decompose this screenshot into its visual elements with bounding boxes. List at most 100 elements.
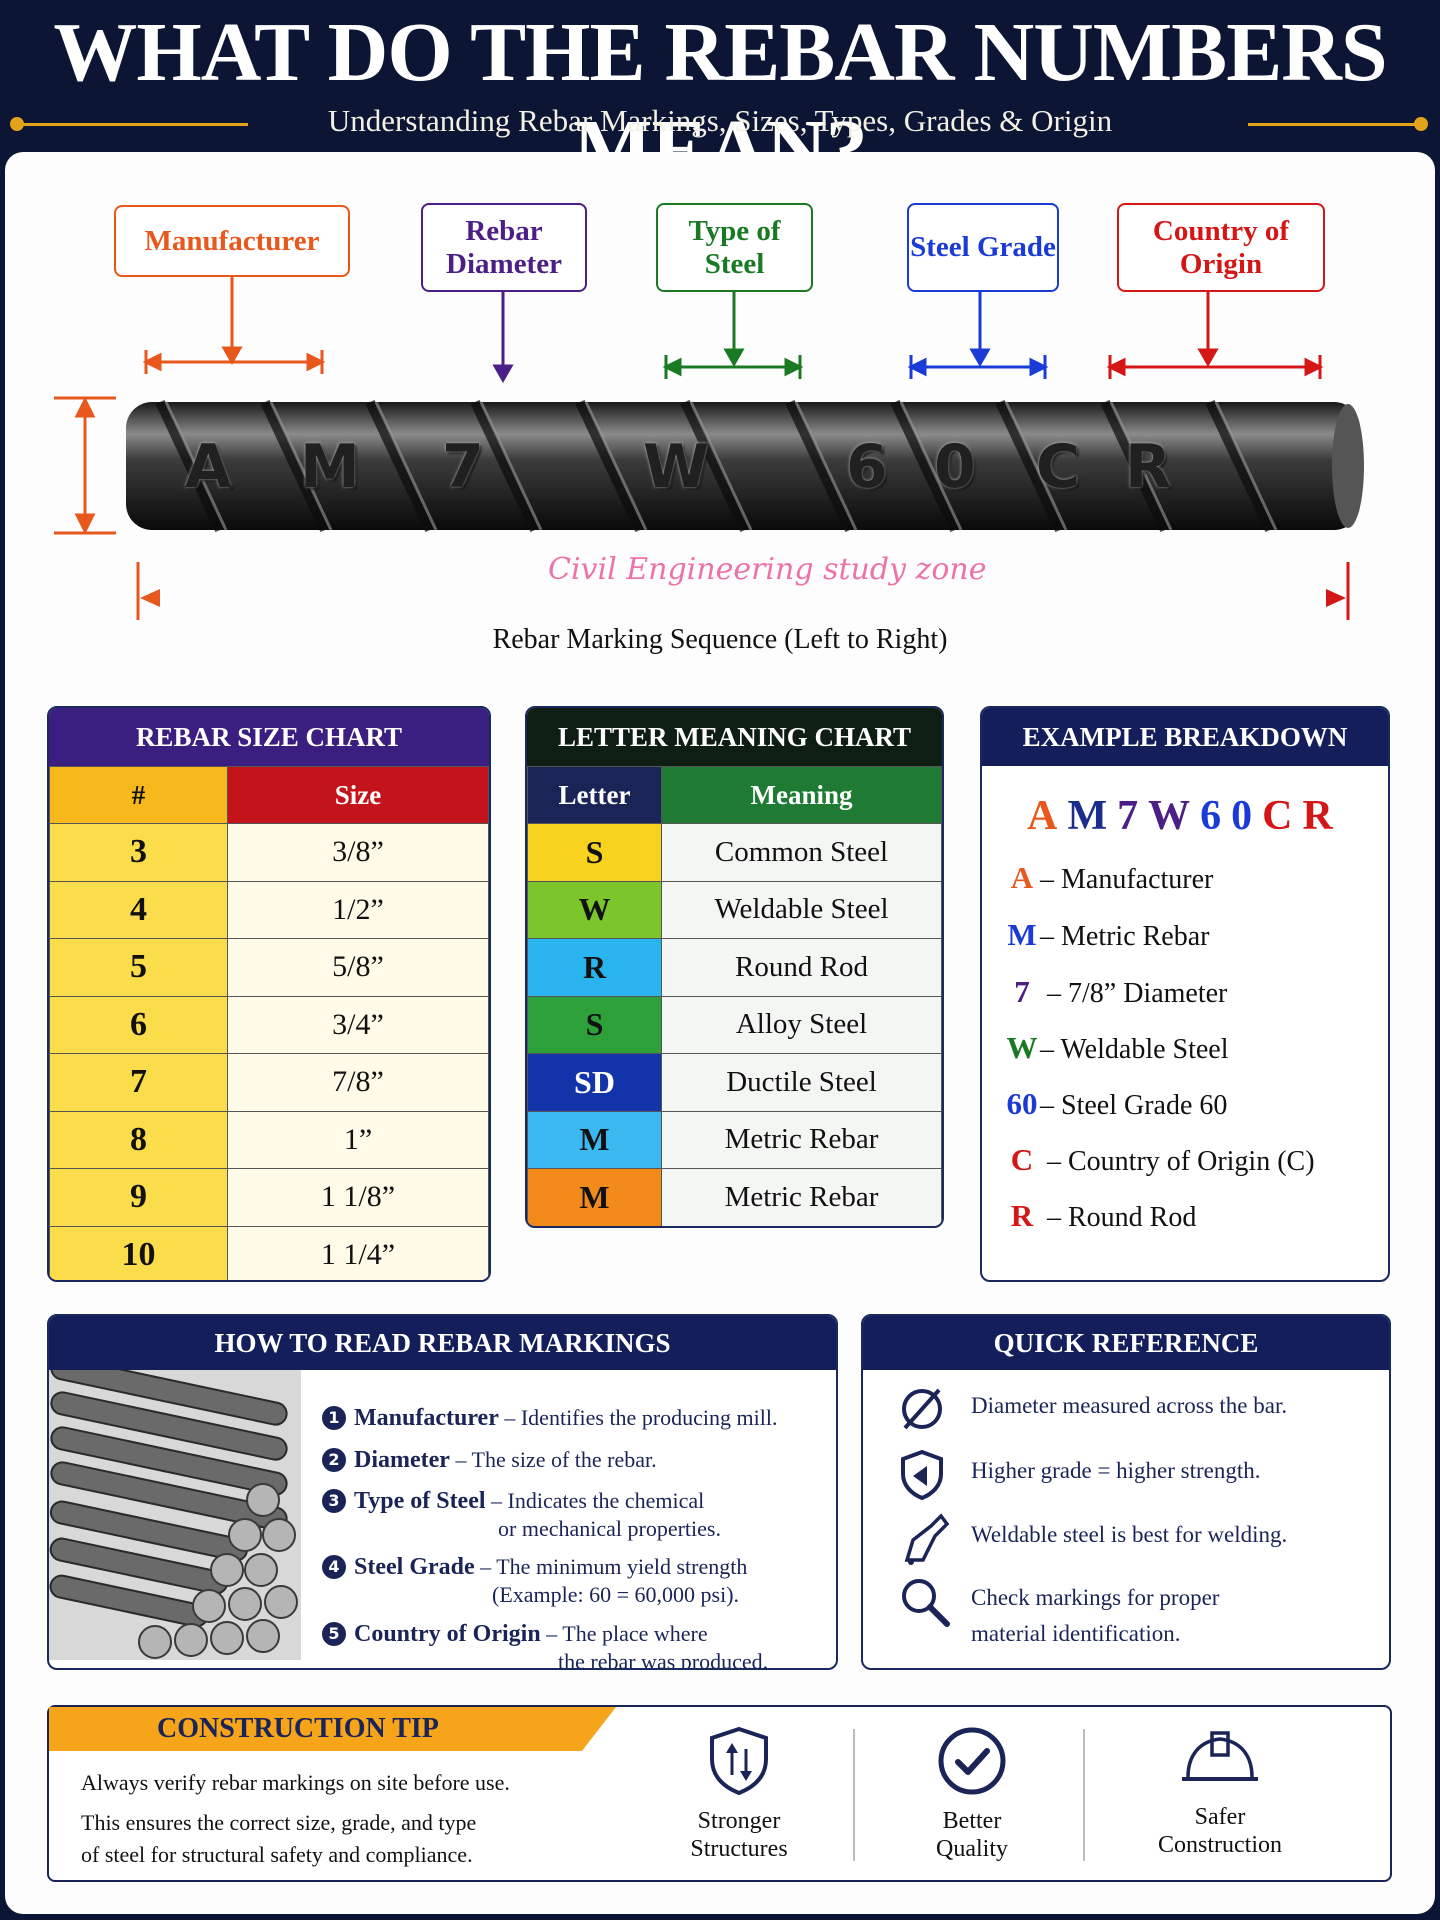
step-desc: – Indicates the chemical	[485, 1488, 705, 1513]
step-desc: – The place where	[540, 1621, 708, 1646]
manufacturer-arrow	[142, 276, 326, 374]
example-row: 60– Steel Grade 60	[1004, 1086, 1228, 1122]
example-row: W– Weldable Steel	[1004, 1030, 1229, 1066]
size-number: 10	[49, 1225, 228, 1280]
step-term: Type of Steel	[354, 1488, 486, 1514]
bar-letter-m: M	[300, 432, 360, 502]
shield-icon	[901, 1449, 943, 1500]
quick-ref-line: material identification.	[971, 1621, 1181, 1646]
quick-ref-line: Check markings for proper	[971, 1585, 1220, 1610]
letter-cell: S	[527, 823, 662, 882]
tip-line: of steel for structural safety and compl…	[81, 1842, 473, 1867]
type-arrow	[662, 292, 804, 379]
example-row: 7 – 7/8” Diameter	[1004, 974, 1227, 1010]
example-row: A– Manufacturer	[1004, 860, 1214, 896]
size-number: 3	[49, 823, 228, 882]
size-value: 3/4”	[227, 995, 489, 1054]
divider	[1083, 1729, 1085, 1861]
bar-height-arrow	[54, 396, 116, 535]
rebar-image	[126, 399, 1364, 533]
size-value: 5/8”	[227, 938, 489, 997]
quick-ref-item: Check markings for proper material identi…	[971, 1580, 1219, 1652]
header: WHAT DO THE REBAR NUMBERS MEAN? Understa…	[0, 0, 1440, 196]
benefit-line: Better	[942, 1808, 1002, 1834]
example-text: – Country of Origin (C)	[1040, 1146, 1315, 1177]
example-code-letters: AM7W60CR	[982, 792, 1388, 840]
step-desc: – The minimum yield strength	[474, 1554, 748, 1579]
origin-arrow	[1106, 292, 1324, 379]
example-text: – Manufacturer	[1040, 864, 1214, 895]
code-char: 7	[1117, 793, 1149, 839]
hard-hat-icon	[1182, 1731, 1258, 1781]
size-number: 4	[49, 880, 228, 939]
example-key: R	[1010, 1198, 1034, 1233]
bar-letter-7: 7	[442, 432, 484, 502]
quick-ref-item: Higher grade = higher strength.	[971, 1458, 1261, 1483]
code-char: A	[1027, 793, 1068, 839]
tip-line: This ensures the correct size, grade, an…	[81, 1810, 477, 1835]
grade-arrow	[907, 292, 1049, 379]
step-term: Manufacturer	[354, 1405, 499, 1431]
watermark: Civil Engineering study zone	[548, 552, 987, 587]
step-number: 3	[322, 1489, 346, 1513]
step-number: 5	[322, 1622, 346, 1646]
shield-arrows-icon	[710, 1726, 768, 1796]
meaning-cell: Alloy Steel	[661, 995, 942, 1054]
step-desc-cont: the rebar was produced.	[558, 1649, 769, 1670]
step-number: 2	[322, 1448, 346, 1472]
example-row: R – Round Rod	[1004, 1198, 1197, 1234]
benefit-line: Safer	[1194, 1804, 1246, 1830]
size-table-header: # Size	[49, 766, 489, 824]
construction-tip: CONSTRUCTION TIP Always verify rebar mar…	[47, 1705, 1392, 1882]
example-text: – Weldable Steel	[1040, 1034, 1229, 1065]
meaning-cell: Metric Rebar	[661, 1168, 942, 1226]
example-key: M	[1007, 917, 1037, 952]
size-number: 8	[49, 1110, 228, 1169]
example-row: M– Metric Rebar	[1004, 917, 1210, 953]
left-dot	[10, 117, 24, 131]
page-subtitle: Understanding Rebar Markings, Sizes, Typ…	[327, 103, 1113, 138]
step-term: Steel Grade	[354, 1554, 475, 1580]
rebar-diagram	[54, 276, 1364, 620]
callout-country-of-origin: Country of Origin	[1117, 203, 1325, 292]
size-value: 7/8”	[227, 1053, 489, 1112]
rebar-bundle-image	[49, 1370, 301, 1660]
bar-letter-r: R	[1125, 432, 1172, 502]
step-desc: – The size of the rebar.	[449, 1447, 657, 1472]
tip-line: Always verify rebar markings on site bef…	[81, 1770, 510, 1795]
magnifier-icon	[902, 1579, 950, 1627]
size-number: 9	[49, 1168, 228, 1227]
quick-reference: QUICK REFERENCE Diameter measured across…	[861, 1314, 1391, 1670]
meaning-cell: Round Rod	[661, 938, 942, 997]
bar-letter-0: 0	[934, 432, 976, 502]
example-key: 7	[1014, 974, 1030, 1009]
size-number: 6	[49, 995, 228, 1054]
size-number: 7	[49, 1053, 228, 1112]
diameter-arrow	[492, 290, 514, 384]
example-code: AM7W60CR	[982, 766, 1388, 846]
sequence-arrow	[136, 562, 1350, 620]
example-key: 60	[1006, 1086, 1038, 1121]
size-number: 5	[49, 938, 228, 997]
divider	[853, 1729, 855, 1861]
example-text: – Metric Rebar	[1040, 921, 1210, 952]
